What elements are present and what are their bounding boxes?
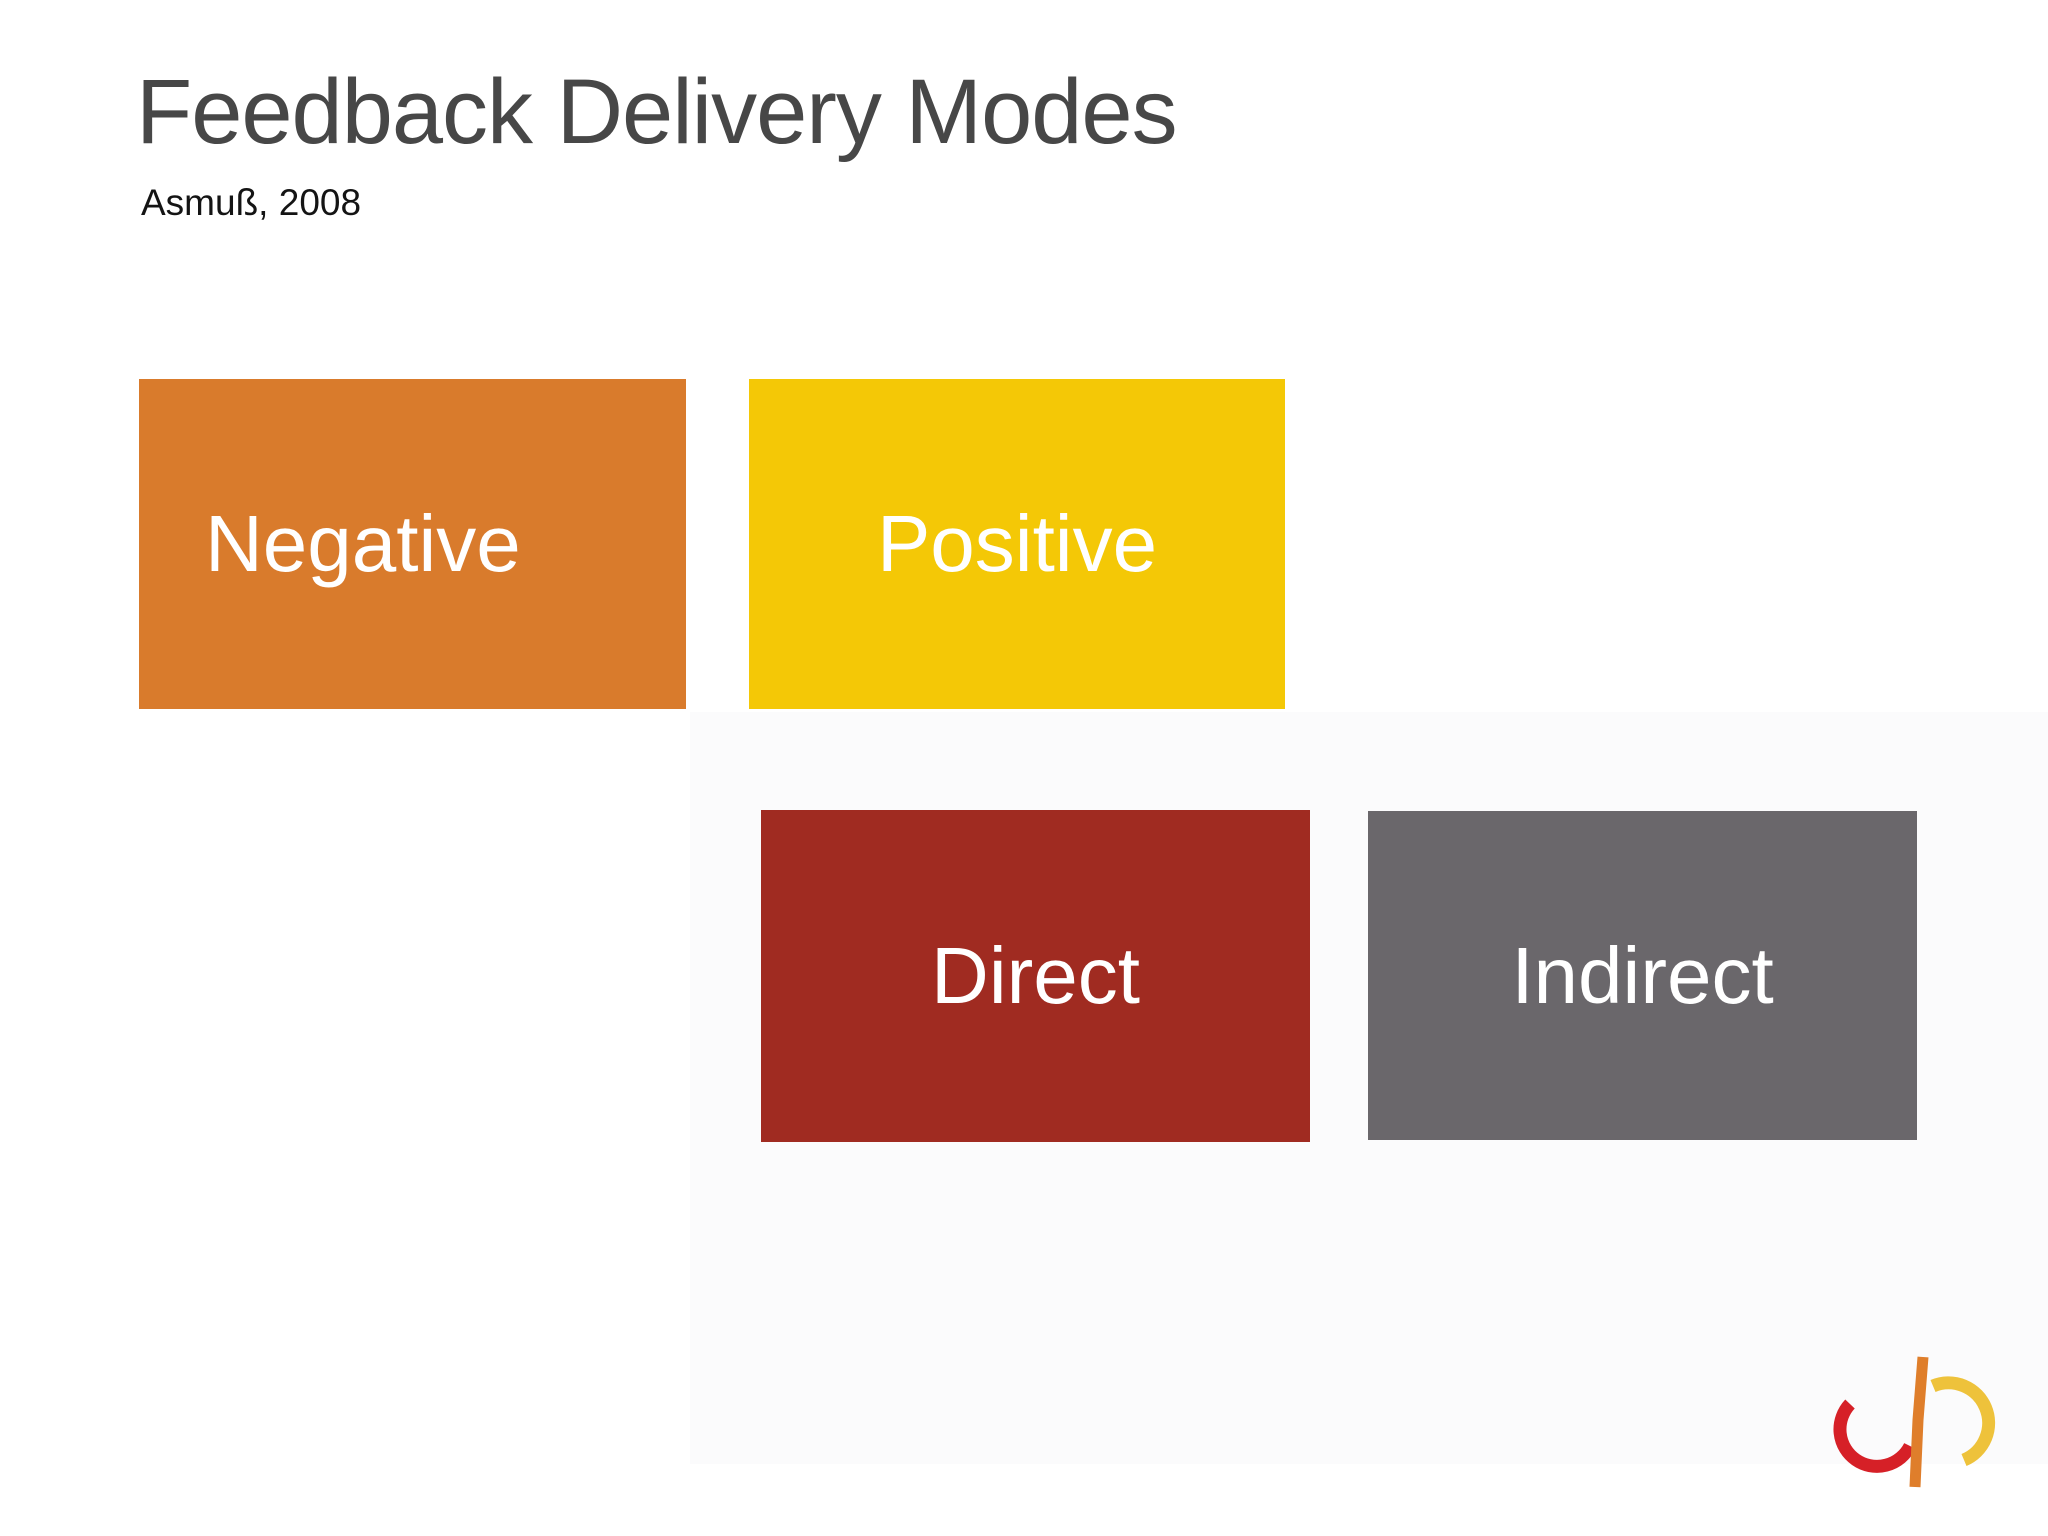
- mode-box-negative-label: Negative: [205, 499, 521, 588]
- page-title: Feedback Delivery Modes: [136, 61, 1178, 163]
- logo-red-arc: [1833, 1399, 1916, 1473]
- logo-yellow-arc: [1930, 1376, 1996, 1466]
- mode-box-positive: Positive: [749, 379, 1285, 709]
- mode-box-indirect-label: Indirect: [1511, 930, 1774, 1020]
- brand-logo-icon: [1833, 1356, 1996, 1488]
- mode-box-negative: Negative: [139, 379, 686, 709]
- mode-box-positive-label: Positive: [876, 499, 1158, 588]
- mode-box-direct: Direct: [761, 810, 1310, 1142]
- mode-box-indirect: Indirect: [1368, 811, 1917, 1140]
- mode-box-direct-label: Direct: [931, 931, 1140, 1020]
- page-subtitle: Asmuß, 2008: [141, 182, 362, 223]
- logo-orange-stem: [1909, 1356, 1929, 1488]
